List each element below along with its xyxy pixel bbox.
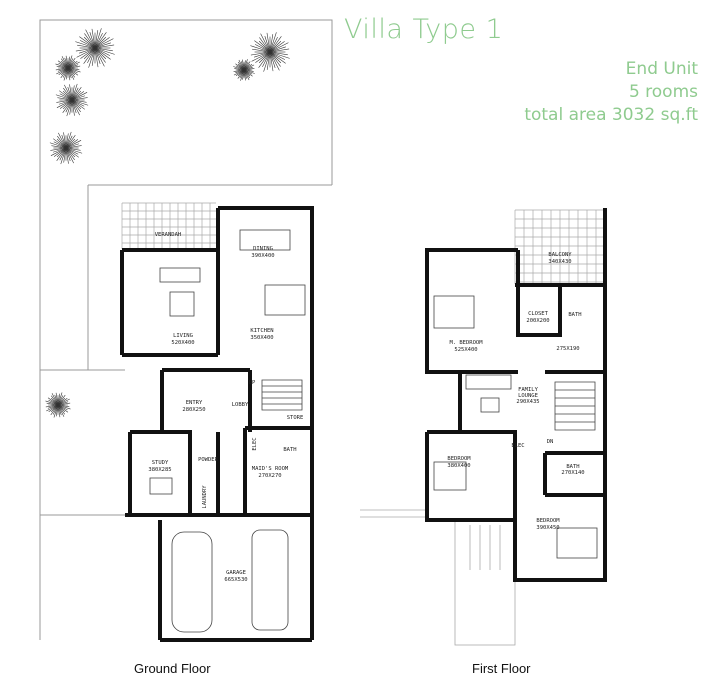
label-maids-size: 270X270 — [258, 473, 281, 479]
label-dining-size: 390X400 — [251, 253, 274, 259]
label-garage-size: 665X530 — [224, 577, 247, 583]
tree-icon — [233, 59, 255, 81]
trees — [45, 28, 290, 418]
label-closet-size: 200X200 — [526, 318, 549, 324]
label-balcony: BALCONY — [548, 252, 572, 258]
label-ff-elec: ELEC — [511, 443, 524, 449]
label-bedroom-2-size: 380X400 — [447, 463, 470, 469]
label-master-size: 525X400 — [454, 347, 477, 353]
label-bath-2: BATH — [566, 464, 579, 470]
unit-type: End Unit — [625, 59, 698, 79]
label-living-size: 520X400 — [171, 340, 194, 346]
label-balcony-size: 340X430 — [548, 259, 571, 265]
label-garage: GARAGE — [226, 570, 246, 576]
label-verandah: VERANDAH — [155, 232, 182, 238]
label-lounge: LOUNGE — [518, 393, 538, 399]
label-entry: ENTRY — [186, 400, 203, 406]
label-maids-room: MAID'S ROOM — [252, 466, 289, 472]
label-bedroom-3-size: 390X450 — [536, 525, 559, 531]
tree-icon — [49, 131, 83, 165]
verandah-paving — [121, 202, 216, 249]
first-floor-furniture — [433, 295, 598, 559]
first-floor-caption: First Floor — [472, 661, 531, 676]
label-laundry: LAUNDRY — [202, 485, 208, 509]
room-count: 5 rooms — [628, 82, 698, 102]
label-master-bath-size: 275X190 — [556, 346, 579, 352]
label-bedroom-2: BEDROOM — [447, 456, 471, 462]
ground-floor-caption: Ground Floor — [134, 661, 211, 676]
label-master-bath: BATH — [568, 312, 581, 318]
tree-icon — [75, 28, 115, 68]
balcony-paving — [514, 209, 603, 284]
tree-icon — [55, 83, 89, 117]
label-up: UP — [249, 380, 256, 386]
label-study-size: 380X285 — [148, 467, 171, 473]
label-entry-size: 280X250 — [182, 407, 205, 413]
plot-boundary — [39, 19, 333, 640]
label-kitchen: KITCHEN — [250, 328, 273, 334]
villa-title: Villa Type 1 — [344, 14, 504, 45]
ground-floor-walls — [120, 206, 314, 642]
terrace — [360, 509, 516, 646]
label-dn: DN — [547, 439, 554, 445]
tree-icon — [45, 392, 71, 418]
label-family-size: 290X435 — [516, 399, 539, 405]
label-lobby: LOBBY — [232, 402, 249, 408]
first-floor-walls — [425, 208, 607, 582]
first-floor-plan: BALCONY 340X430 M. BEDROOM 525X400 CLOSE… — [360, 208, 607, 646]
label-dining: DINING — [253, 246, 273, 252]
label-master-bedroom: M. BEDROOM — [449, 340, 483, 346]
label-study: STUDY — [152, 460, 169, 466]
label-gf-bath: BATH — [283, 447, 296, 453]
ground-floor-furniture — [149, 229, 306, 633]
label-family: FAMILY — [518, 387, 539, 393]
tree-icon — [55, 55, 81, 81]
label-bedroom-3: BEDROOM — [536, 518, 560, 524]
label-living: LIVING — [173, 333, 193, 339]
villa-info: End Unit 5 rooms total area 3032 sq.ft — [524, 58, 698, 127]
label-kitchen-size: 350X400 — [250, 335, 273, 341]
total-area: total area 3032 sq.ft — [524, 105, 698, 125]
label-gf-elec: ELEC — [252, 437, 258, 450]
label-closet: CLOSET — [528, 311, 549, 317]
tree-icon — [250, 32, 290, 72]
ground-floor-plan: VERANDAH DINING 390X400 LIVING 520X400 K… — [120, 202, 314, 642]
label-store: STORE — [287, 415, 304, 421]
label-bath-2-size: 270X140 — [561, 470, 584, 476]
label-powder: POWDER — [198, 457, 219, 463]
